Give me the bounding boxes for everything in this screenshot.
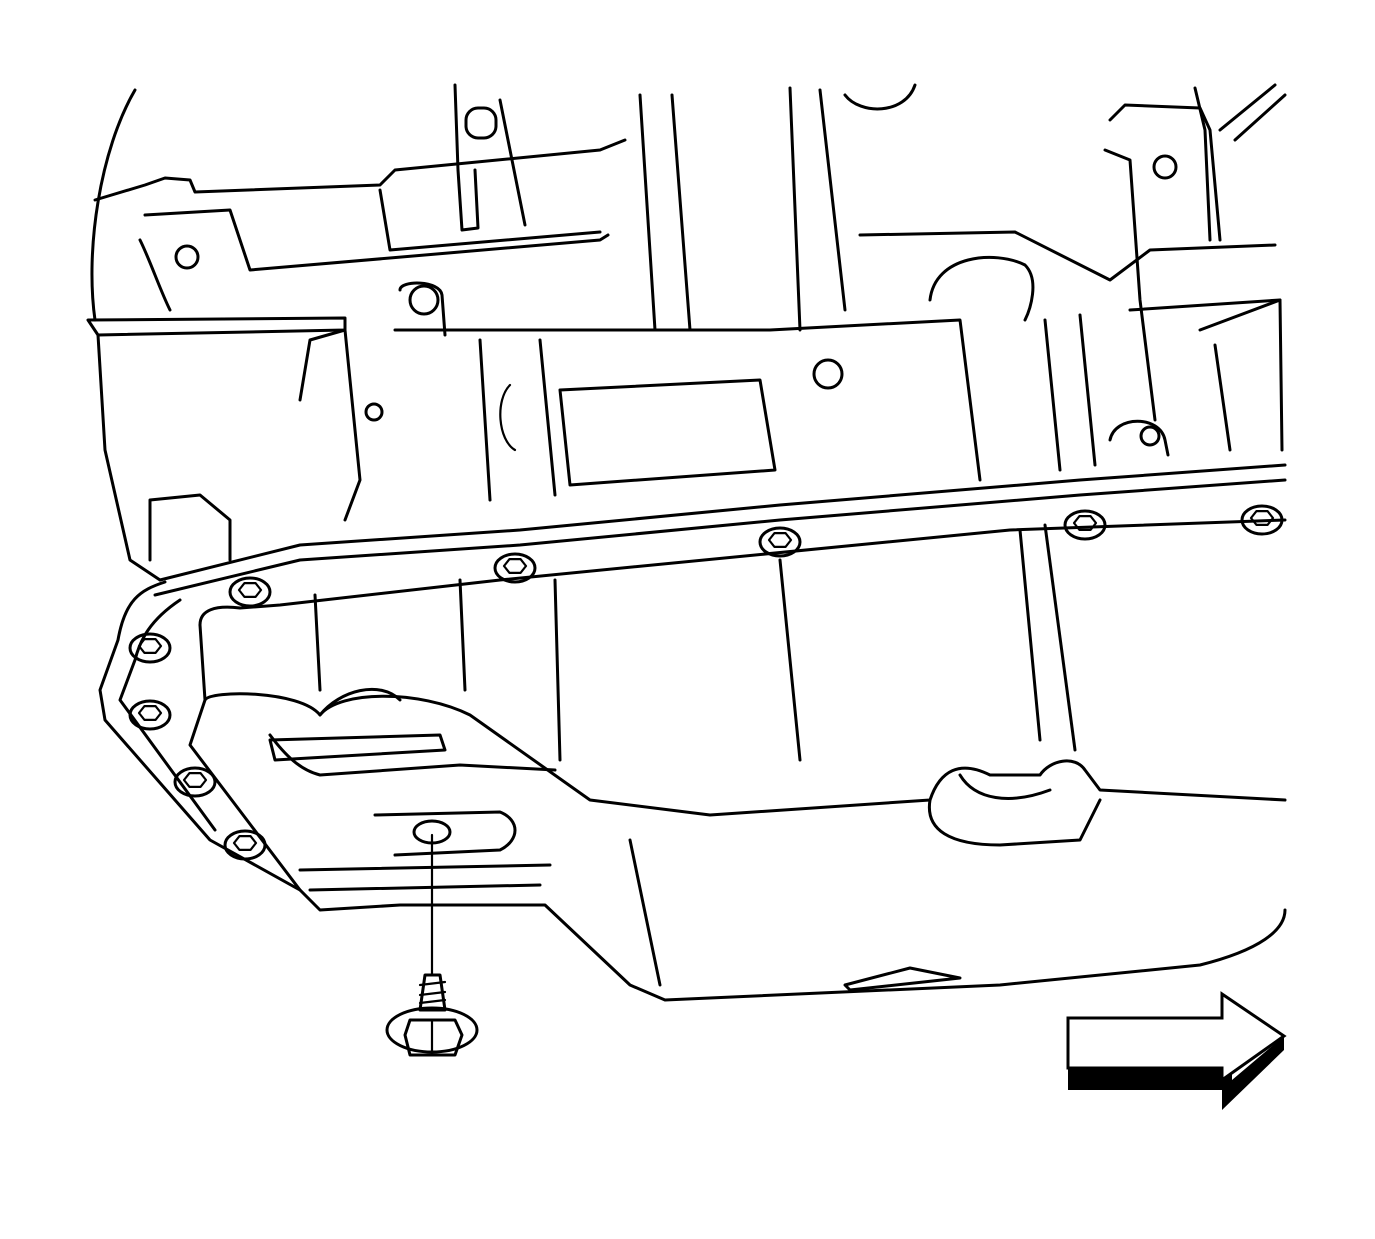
bolt-head <box>128 699 172 731</box>
bolt-head <box>1063 509 1107 541</box>
flange-bolts <box>128 504 1284 861</box>
oil-pan-rail <box>98 463 1287 892</box>
bolt-head <box>1240 504 1284 536</box>
bolt-head <box>223 829 267 861</box>
bolt-head <box>493 552 537 584</box>
direction-arrow-icon <box>1066 991 1287 1110</box>
drain-plug-bolt <box>385 833 479 1057</box>
bolt-head <box>173 766 217 798</box>
bolt-head <box>758 526 802 558</box>
bolt-head <box>228 576 272 608</box>
engine-block <box>86 83 1287 582</box>
bolt-head <box>128 632 172 664</box>
oil-pan-body <box>188 523 1287 1002</box>
